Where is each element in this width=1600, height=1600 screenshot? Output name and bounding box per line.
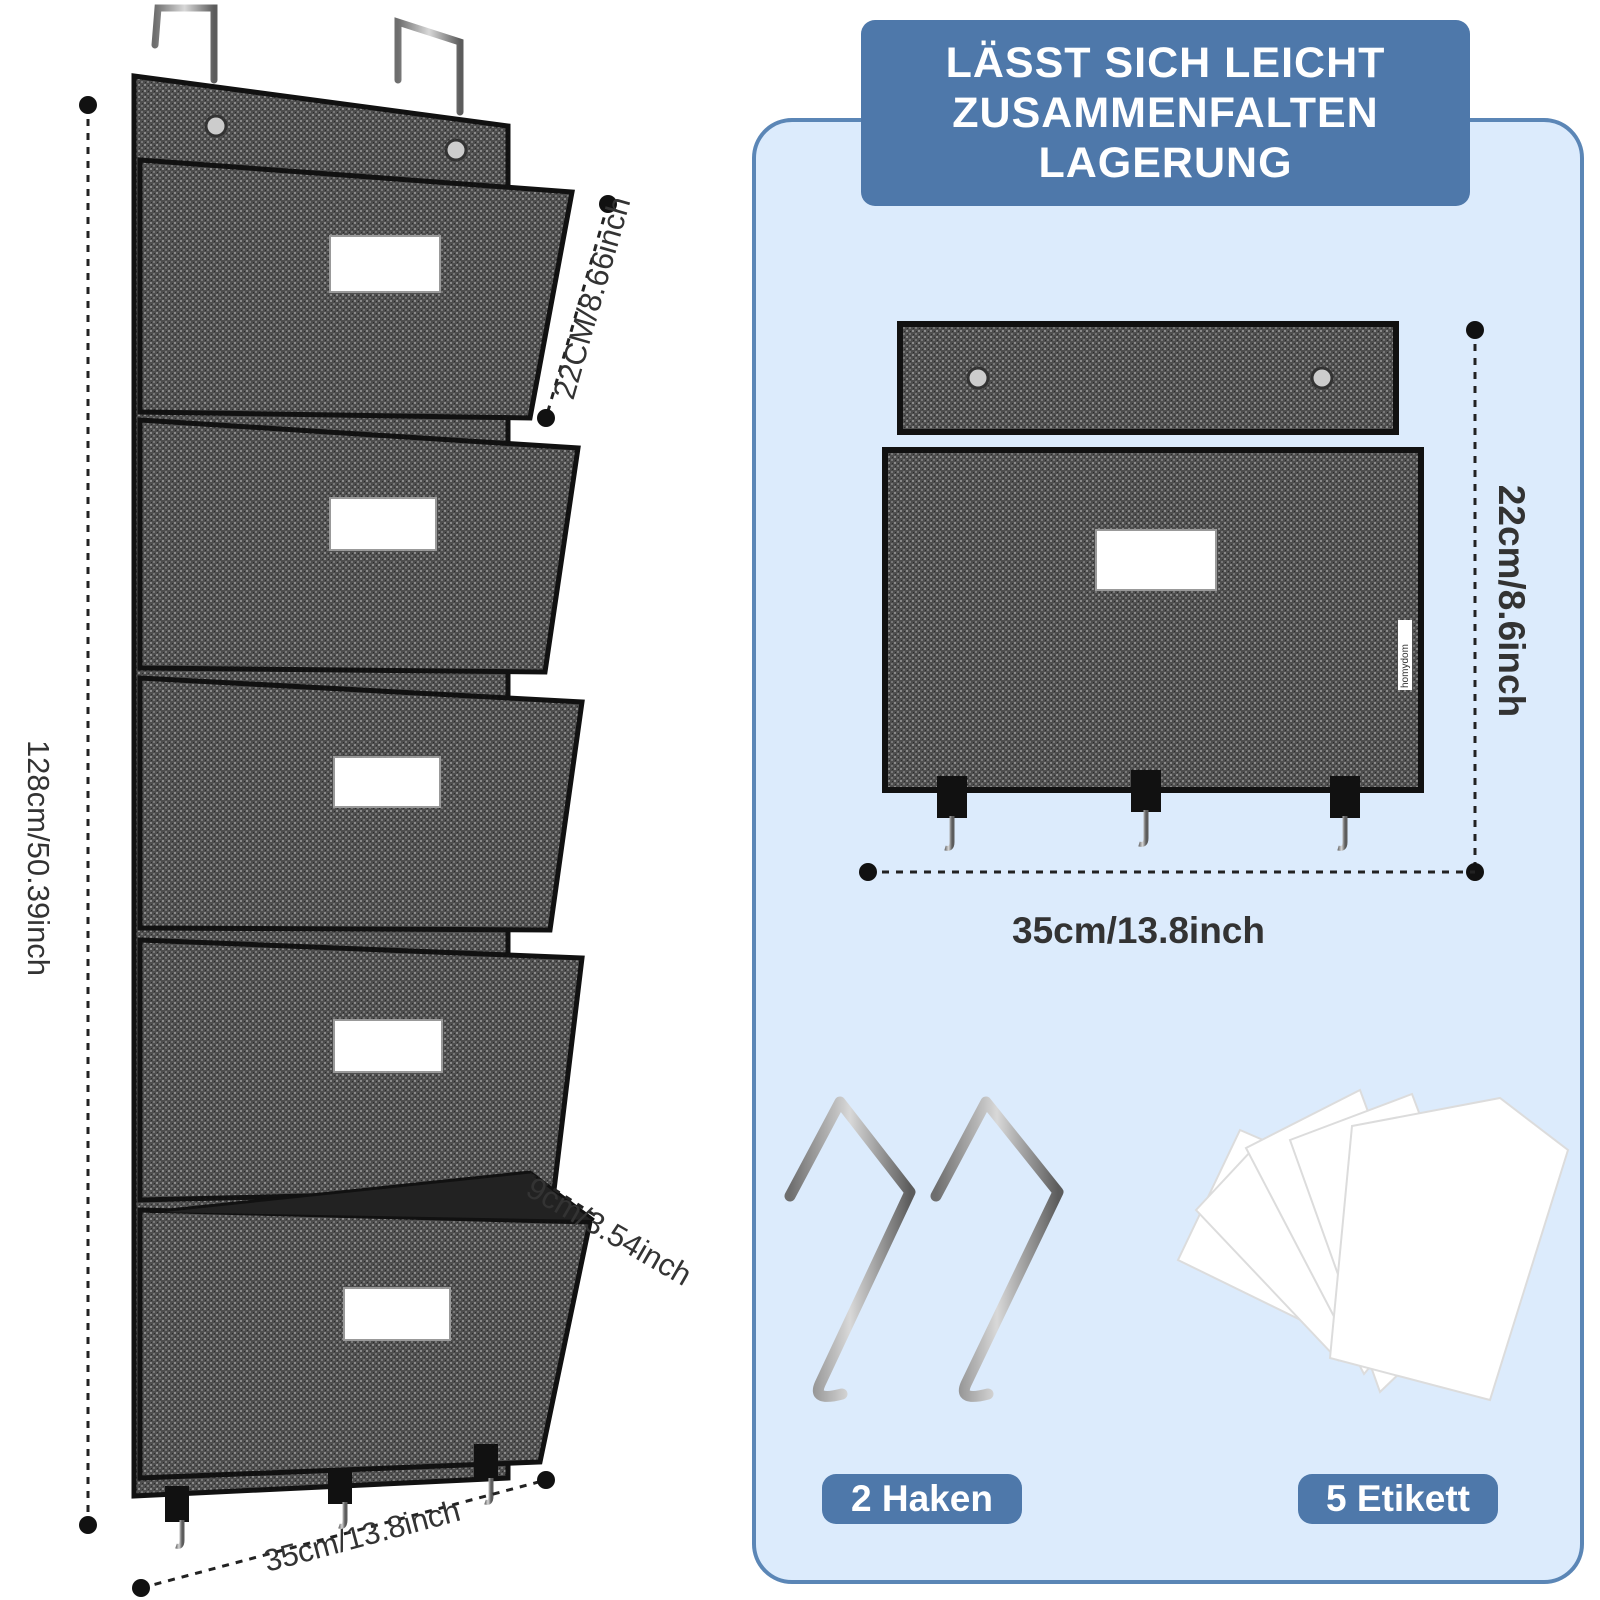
pocket-1: [137, 157, 575, 421]
pocket-4: [137, 937, 585, 1203]
headline-line-2: ZUSAMMENFALTEN: [952, 89, 1379, 137]
dim-dot: [79, 96, 97, 114]
dim-dot: [1466, 321, 1484, 339]
headline-banner: LÄSST SICH LEICHT ZUSAMMENFALTEN LAGERUN…: [861, 20, 1470, 206]
grommet-right: [444, 138, 468, 162]
door-hook-left: [151, 4, 218, 84]
total-height-label: 128cm/50.39inch: [21, 739, 57, 977]
dimension-pocket-height-line: [544, 203, 610, 419]
headline-line-1: LÄSST SICH LEICHT: [945, 39, 1386, 87]
height-label-right: 22cm/8.6inch: [1491, 484, 1533, 718]
single-pocket: [882, 321, 1424, 851]
dim-dot: [859, 863, 877, 881]
label-cards-icon: [1176, 1088, 1570, 1402]
dim-dot: [132, 1579, 150, 1597]
pocket-3: [137, 675, 585, 933]
dim-dot: [599, 195, 617, 213]
pocket-2: [137, 417, 581, 675]
labels-count-badge: 5 Etikett: [1298, 1474, 1498, 1524]
product-tag: homydom: [1400, 644, 1411, 688]
bottom-hooks-left: [165, 1444, 498, 1549]
hooks-count-badge: 2 Haken: [822, 1474, 1022, 1524]
grommet-left: [204, 114, 228, 138]
headline-line-3: LAGERUNG: [1038, 139, 1293, 187]
dim-dot: [79, 1516, 97, 1534]
dim-dot: [537, 409, 555, 427]
pocket-5: [137, 1170, 595, 1481]
hook-icon: [784, 1096, 1064, 1402]
dim-dot: [537, 1471, 555, 1489]
width-label-right: 35cm/13.8inch: [1012, 910, 1265, 951]
door-hook-right: [394, 17, 464, 116]
